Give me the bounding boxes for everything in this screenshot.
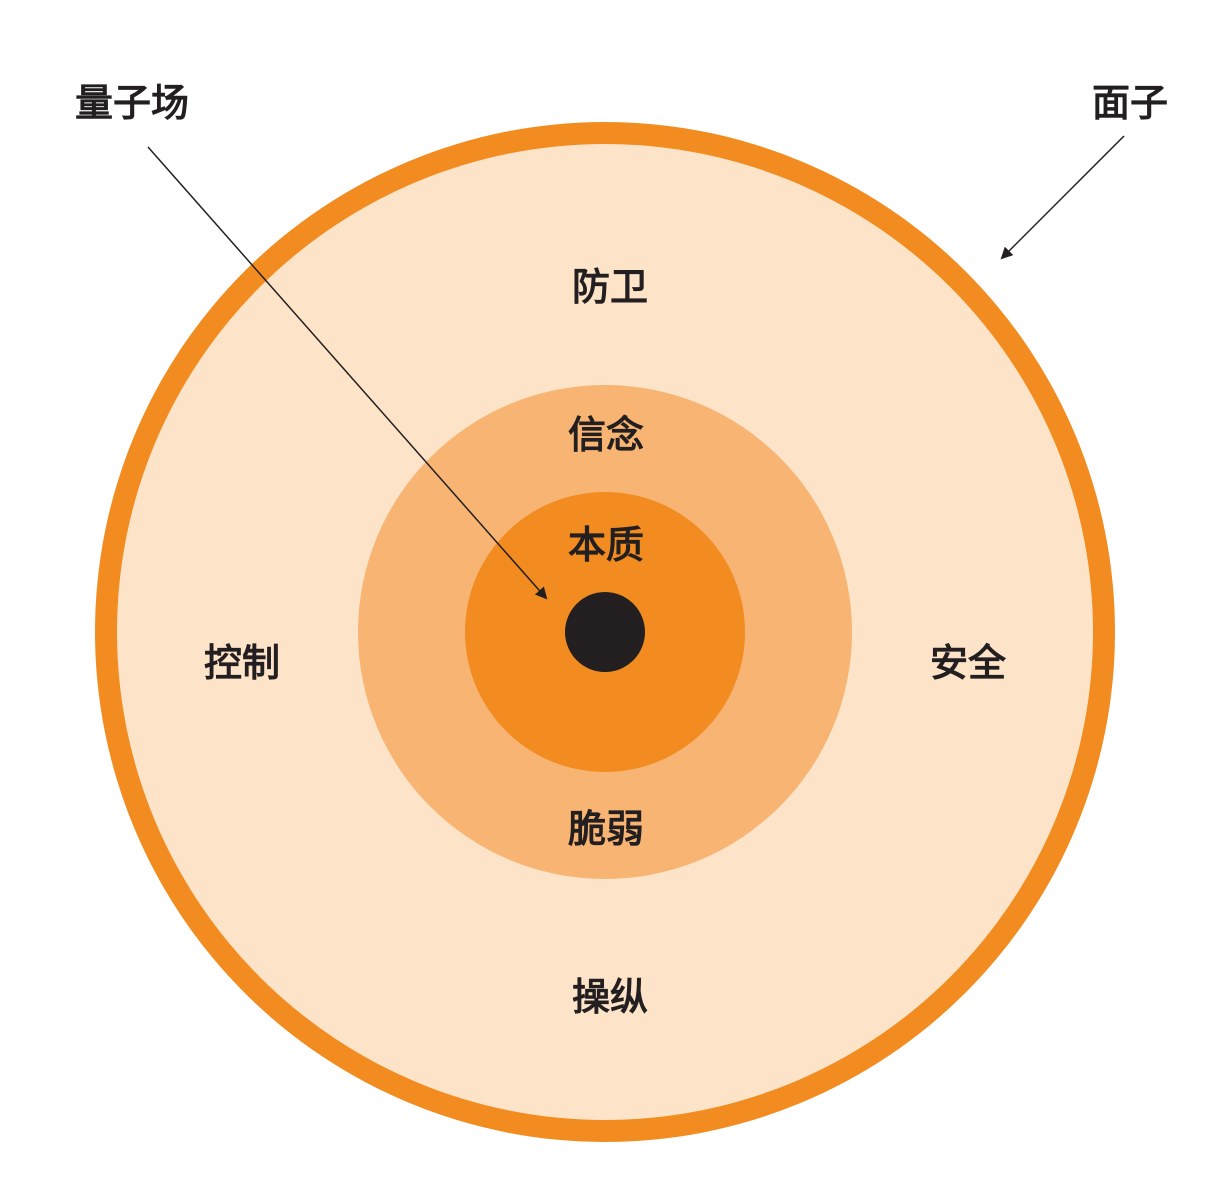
outer-bottom-label: 操纵 xyxy=(572,974,648,1019)
middle-bottom-label: 脆弱 xyxy=(568,806,644,851)
quantum-field-label: 量子场 xyxy=(75,80,189,125)
middle-top-label: 信念 xyxy=(568,412,644,457)
quantum-field-arrow xyxy=(147,146,548,600)
face-label: 面子 xyxy=(1092,80,1168,125)
outer-right-label: 安全 xyxy=(930,640,1007,685)
inner-top-label: 本质 xyxy=(568,522,644,567)
outer-left-label: 控制 xyxy=(204,640,280,685)
outer-top-label: 防卫 xyxy=(572,264,648,309)
center-dot xyxy=(565,592,645,672)
face-arrow xyxy=(1000,135,1125,260)
